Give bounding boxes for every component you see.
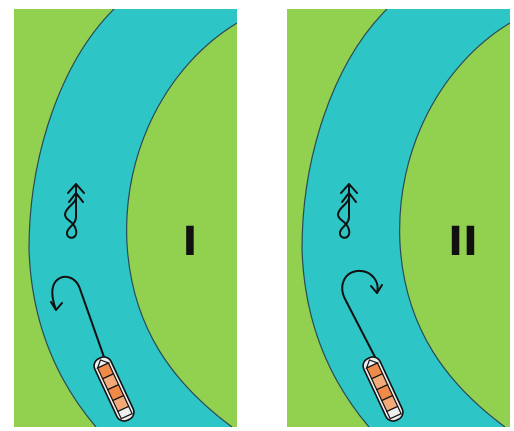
panel-1: I — [14, 9, 237, 427]
panel-2: II — [287, 9, 510, 427]
river-scene-2: II — [287, 9, 510, 427]
panel-label-1: I — [183, 219, 198, 265]
panel-label-2: II — [448, 219, 478, 265]
river-scene-1: I — [14, 9, 237, 427]
